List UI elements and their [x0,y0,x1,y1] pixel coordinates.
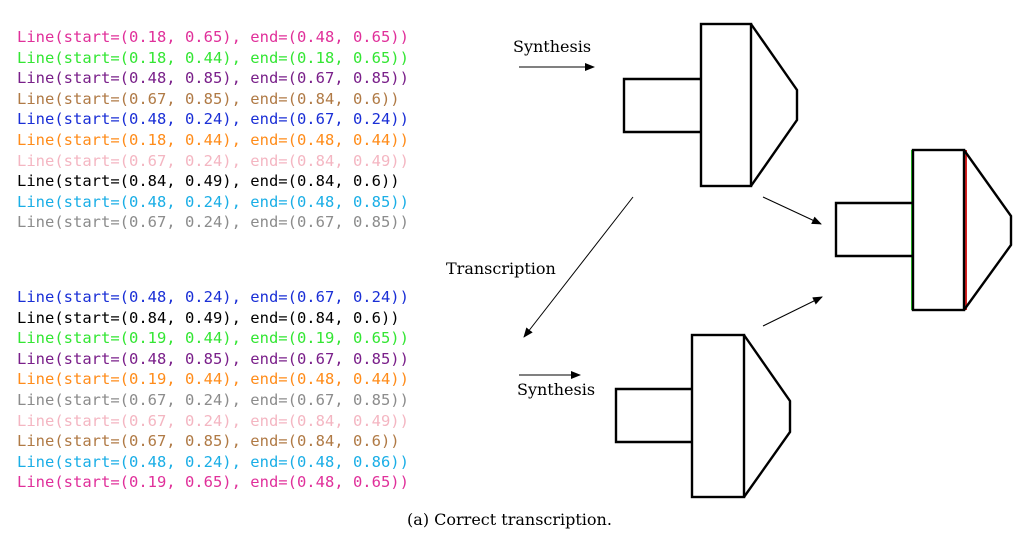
synthesis-label-top: Synthesis [513,37,592,56]
code-line: Line(start=(0.19, 0.65), end=(0.48, 0.65… [17,473,409,492]
code-line: Line(start=(0.67, 0.24), end=(0.67, 0.85… [17,213,409,232]
transcription-label: Transcription [446,259,556,278]
code-line: Line(start=(0.19, 0.44), end=(0.19, 0.65… [17,329,409,348]
shape-original-body [699,22,753,188]
code-line: Line(start=(0.48, 0.85), end=(0.67, 0.85… [17,69,409,88]
shape-overlay-original-edges [875,150,913,310]
shape-original-stub [622,77,701,134]
code-line: Line(start=(0.48, 0.24), end=(0.48, 0.86… [17,452,409,471]
arrow-to-overlay-bottom [762,296,823,327]
shape-transcribed-stub [614,387,692,444]
code-line: Line(start=(0.67, 0.24), end=(0.67, 0.85… [17,390,409,409]
arrow-transcription [523,196,634,338]
code-line: Line(start=(0.18, 0.44), end=(0.18, 0.65… [17,48,409,67]
code-line: Line(start=(0.67, 0.85), end=(0.84, 0.6)… [17,432,400,451]
code-line: Line(start=(0.48, 0.24), end=(0.67, 0.24… [17,110,409,129]
shape-transcribed-body [690,333,746,499]
synthesis-label-bottom: Synthesis [517,380,596,399]
code-line: Line(start=(0.48, 0.24), end=(0.48, 0.85… [17,192,409,211]
shape-transcribed [614,333,792,499]
code-block-transcribed: Line(start=(0.48, 0.24), end=(0.67, 0.24… [17,287,409,493]
shape-overlay-stub [834,201,912,258]
code-line: Line(start=(0.19, 0.44), end=(0.48, 0.44… [17,370,409,389]
shape-original-slope [750,23,799,187]
code-line: Line(start=(0.67, 0.85), end=(0.84, 0.6)… [17,89,400,108]
code-line: Line(start=(0.67, 0.24), end=(0.84, 0.49… [17,151,409,170]
code-line: Line(start=(0.48, 0.85), end=(0.67, 0.85… [17,349,409,368]
arrow-to-overlay-top [762,196,822,225]
shape-overlay-body [911,148,966,312]
code-line: Line(start=(0.67, 0.24), end=(0.84, 0.49… [17,411,409,430]
code-block-original: Line(start=(0.18, 0.65), end=(0.48, 0.65… [17,27,409,233]
code-line: Line(start=(0.18, 0.65), end=(0.48, 0.65… [17,28,409,46]
code-line: Line(start=(0.84, 0.49), end=(0.84, 0.6)… [17,172,400,191]
shape-transcribed-slope [743,334,792,498]
shape-overlay [834,148,1013,312]
shape-original [622,22,799,188]
code-line: Line(start=(0.84, 0.49), end=(0.84, 0.6)… [17,308,400,327]
figure-caption: (a) Correct transcription. [407,510,612,529]
shape-overlay-slope [963,149,1013,311]
code-line: Line(start=(0.48, 0.24), end=(0.67, 0.24… [17,288,409,306]
code-line: Line(start=(0.18, 0.44), end=(0.48, 0.44… [17,130,409,149]
